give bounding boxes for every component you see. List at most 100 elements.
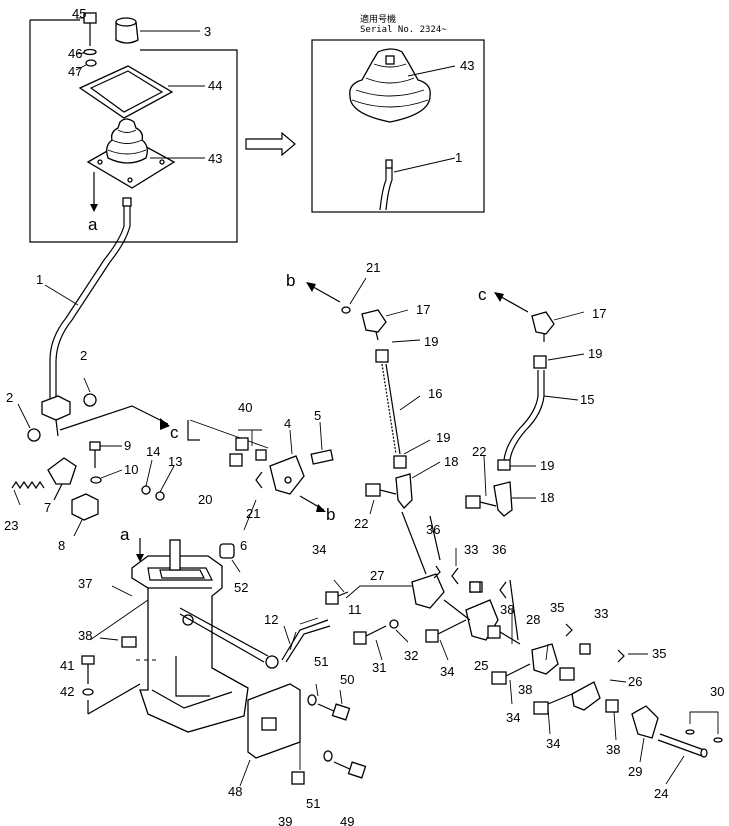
- part-label-17-right: 17: [592, 306, 606, 321]
- main-lever: [44, 197, 132, 400]
- part-label-25: 25: [474, 658, 488, 673]
- part-label-4: 4: [284, 416, 291, 431]
- part-label-41: 41: [60, 658, 74, 673]
- part-label-45: 45: [72, 6, 86, 21]
- part-label-18-left: 18: [444, 454, 458, 469]
- knob-part: [115, 17, 200, 44]
- part-label-10: 10: [124, 462, 138, 477]
- part-label-34-a: 34: [312, 542, 326, 557]
- part-label-24: 24: [654, 786, 668, 801]
- part-label-2-left: 2: [6, 390, 13, 405]
- part-number-labels: 45 46 47 3 44 43 a 43 1 1 2 2 c 9 10 14 …: [4, 6, 724, 826]
- part-label-34-d: 34: [546, 736, 560, 751]
- part-label-18-right: 18: [540, 490, 554, 505]
- part-label-19-d: 19: [540, 458, 554, 473]
- part-label-6: 6: [240, 538, 247, 553]
- washer-parts: [75, 48, 97, 71]
- part-label-49: 49: [340, 814, 354, 826]
- joint-17-right: [531, 311, 585, 342]
- part-label-43-right: 43: [460, 58, 474, 73]
- part-label-8: 8: [58, 538, 65, 553]
- part-label-15: 15: [580, 392, 594, 407]
- spring-part: [11, 480, 45, 506]
- part-label-44: 44: [208, 78, 222, 93]
- serial-line-2: Serial No. 2324~: [360, 25, 447, 35]
- part-label-39: 39: [278, 814, 292, 826]
- small-hardware: [89, 441, 175, 501]
- bolts-31-32-34: [325, 579, 467, 661]
- part-label-38-b: 38: [518, 682, 532, 697]
- part-label-3: 3: [204, 24, 211, 39]
- rod-15: [465, 353, 585, 517]
- part-label-22-left: 22: [354, 516, 368, 531]
- ref-label-c: c: [170, 423, 179, 442]
- part-label-50: 50: [340, 672, 354, 687]
- right-inset-frame: [311, 39, 485, 213]
- part-label-36-right: 36: [492, 542, 506, 557]
- part-label-35-a: 35: [550, 600, 564, 615]
- part-label-42: 42: [60, 684, 74, 699]
- part-label-27: 27: [370, 568, 384, 583]
- part-label-33-right: 33: [594, 606, 608, 621]
- part-label-13: 13: [168, 454, 182, 469]
- part-label-26: 26: [628, 674, 642, 689]
- rubber-boot-right: [349, 48, 456, 123]
- serial-note: 適用号機 Serial No. 2324~: [360, 13, 447, 35]
- part-label-30: 30: [710, 684, 724, 699]
- ref-label-c-right: c: [478, 285, 487, 304]
- part-label-38-c: 38: [606, 742, 620, 757]
- inset-arrow-a: [90, 172, 98, 212]
- left-inset-frame: [29, 19, 238, 243]
- part-label-47: 47: [68, 64, 82, 79]
- bracket-4-group: [187, 419, 334, 531]
- part-label-20: 20: [198, 492, 212, 507]
- part-label-21-left: 21: [246, 506, 260, 521]
- part-label-23: 23: [4, 518, 18, 533]
- bolts-49-50: [307, 683, 367, 779]
- transition-arrow: [245, 131, 296, 157]
- part-label-46: 46: [68, 46, 82, 61]
- bolt-part: [76, 12, 97, 46]
- part-label-37: 37: [78, 576, 92, 591]
- arrow-to-b-top: [306, 282, 341, 303]
- part-label-12: 12: [264, 612, 278, 627]
- part-label-9: 9: [124, 438, 131, 453]
- part-label-51-lower: 51: [306, 796, 320, 811]
- clevis-part: [47, 457, 77, 501]
- ref-label-a: a: [120, 525, 130, 544]
- part-label-19-a: 19: [424, 334, 438, 349]
- part-label-5: 5: [314, 408, 321, 423]
- housing-arrow-a: [136, 538, 144, 562]
- bracket-27: [345, 511, 445, 609]
- part-label-19-c: 19: [588, 346, 602, 361]
- joint-17-left: [341, 277, 409, 341]
- part-label-2-upper: 2: [80, 348, 87, 363]
- part-label-52: 52: [234, 580, 248, 595]
- part-label-29: 29: [628, 764, 642, 779]
- bracket-28: [469, 579, 591, 681]
- ref-label-a-inset: a: [88, 215, 98, 234]
- part-label-51-upper: 51: [314, 654, 328, 669]
- part-label-7: 7: [44, 500, 51, 515]
- plate-part: [239, 683, 305, 787]
- lever-right-inset: [379, 157, 456, 211]
- part-label-38-a: 38: [500, 602, 514, 617]
- bracket-26: [491, 643, 648, 741]
- arrow-to-b: [299, 495, 326, 512]
- part-label-31: 31: [372, 660, 386, 675]
- part-label-38-left: 38: [78, 628, 92, 643]
- part-label-48: 48: [228, 784, 242, 799]
- part-label-17-left: 17: [416, 302, 430, 317]
- pins-30: [685, 711, 723, 743]
- part-label-19-b: 19: [436, 430, 450, 445]
- rubber-boot-inset: [86, 118, 205, 189]
- part-label-33-left: 33: [464, 542, 478, 557]
- block-part: [71, 493, 99, 537]
- part-label-34-c: 34: [506, 710, 520, 725]
- housing-body: [89, 539, 249, 733]
- cover-plate: [78, 65, 205, 119]
- mount-block: [17, 377, 97, 442]
- part-label-35-b: 35: [652, 646, 666, 661]
